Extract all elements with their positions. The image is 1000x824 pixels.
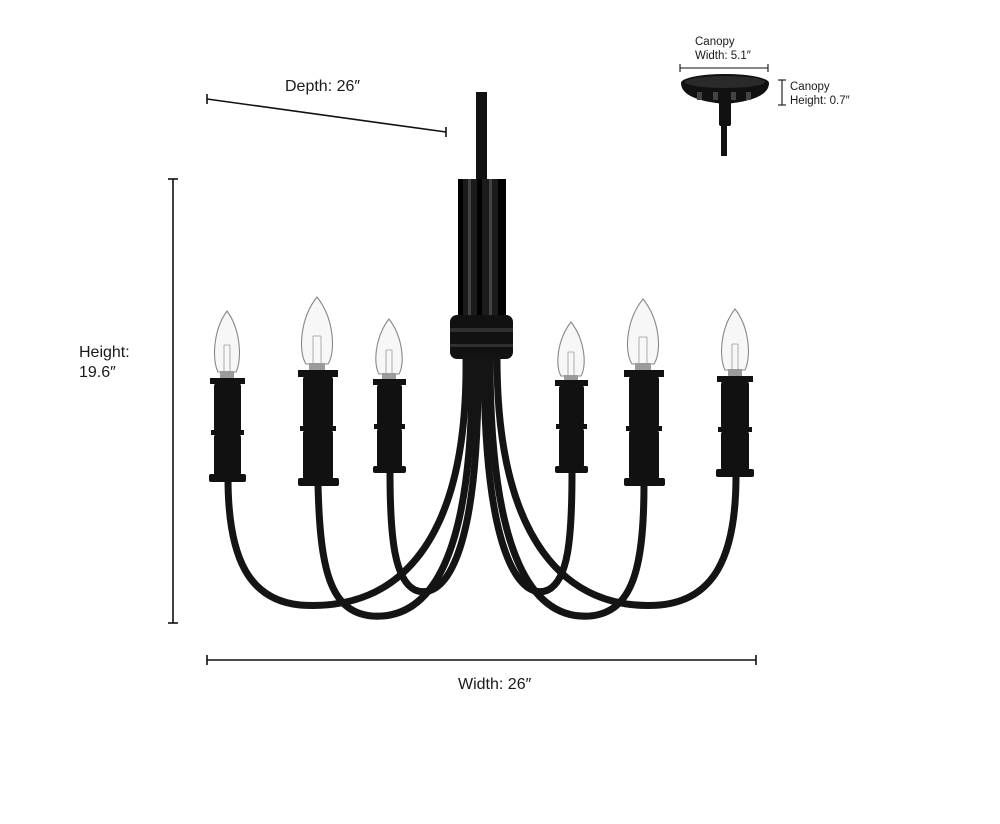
height-label-line1: Height: bbox=[79, 344, 130, 361]
candle-3 bbox=[373, 318, 406, 473]
height-label-line2: 19.6″ bbox=[79, 364, 116, 381]
canopy-width-label-line1: Canopy bbox=[695, 36, 735, 48]
candle-5 bbox=[624, 298, 665, 486]
arm-6 bbox=[493, 354, 740, 609]
candelabra-bulb-icon bbox=[375, 318, 403, 375]
width-label: Width: 26″ bbox=[458, 676, 532, 693]
arm-2 bbox=[314, 354, 476, 620]
canopy-detail: Canopy Width: 5.1″ Canopy Height: 0.7″ bbox=[679, 36, 850, 156]
center-collar bbox=[450, 315, 513, 359]
arm-3 bbox=[386, 354, 482, 596]
canopy-width-label-line2: Width: 5.1″ bbox=[695, 50, 751, 62]
candle-2 bbox=[298, 296, 339, 486]
chandelier-arms bbox=[224, 354, 740, 620]
arm-5 bbox=[486, 354, 648, 620]
depth-dimension: Depth: 26″ bbox=[206, 78, 447, 137]
canopy-plate-icon bbox=[681, 74, 769, 156]
candelabra-bulb-icon bbox=[557, 321, 585, 377]
candelabra-bulb-icon bbox=[721, 308, 749, 371]
candle-1 bbox=[209, 310, 246, 482]
width-dimension: Width: 26″ bbox=[206, 655, 757, 693]
candelabra-bulb-icon bbox=[300, 296, 334, 365]
arm-4 bbox=[480, 354, 576, 596]
canopy-height-label-line2: Height: 0.7″ bbox=[790, 95, 850, 107]
canopy-height-label-line1: Canopy bbox=[790, 81, 830, 93]
candle-4 bbox=[555, 321, 588, 473]
chandelier-stem bbox=[476, 92, 487, 182]
arm-1 bbox=[224, 354, 470, 609]
depth-label: Depth: 26″ bbox=[285, 78, 360, 95]
chandelier-illustration bbox=[209, 92, 754, 620]
candelabra-bulb-icon bbox=[214, 310, 240, 373]
candle-6 bbox=[716, 308, 754, 477]
rod-bundle bbox=[458, 179, 506, 321]
height-dimension: Height: 19.6″ bbox=[79, 178, 178, 624]
depth-dimension-line bbox=[206, 98, 447, 133]
candelabra-bulb-icon bbox=[626, 298, 660, 365]
